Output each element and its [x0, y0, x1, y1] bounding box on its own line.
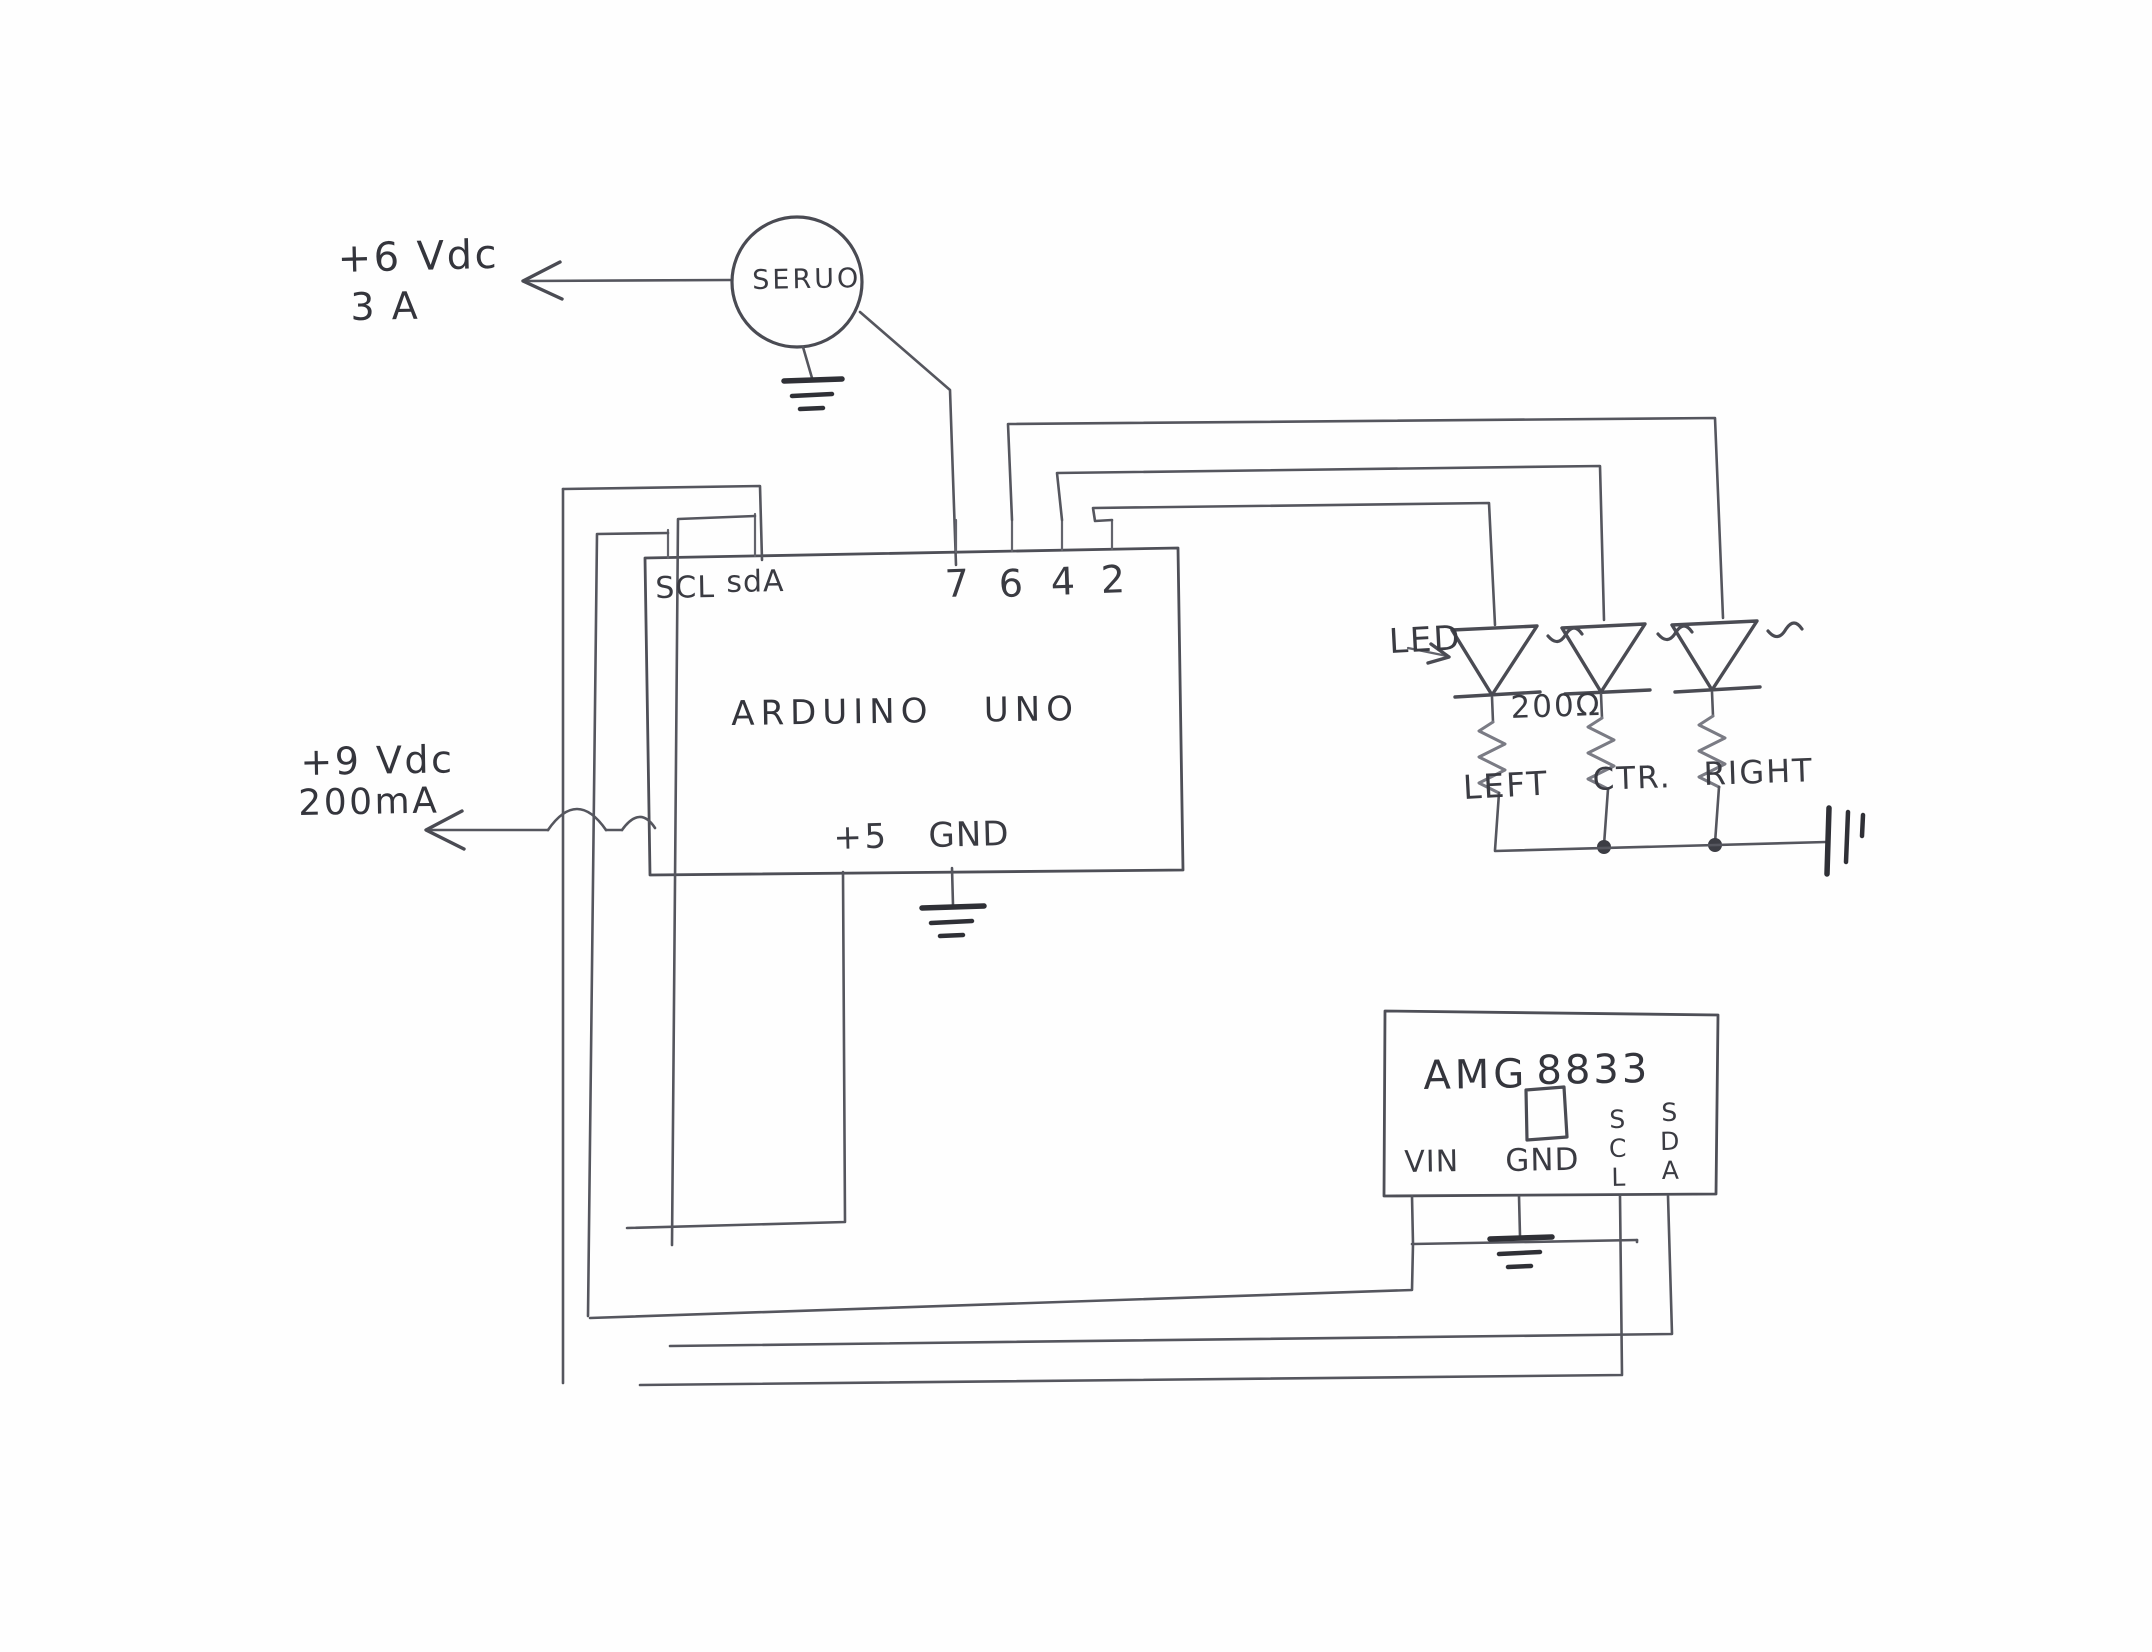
led-center-label: CTR.: [1592, 759, 1673, 798]
led-center: [1560, 622, 1694, 854]
sensor-pin-vin-label: VIN: [1404, 1144, 1460, 1180]
led-right: [1670, 619, 1804, 852]
board-supply-arrow: [424, 807, 657, 851]
amg8833-box: [1382, 1009, 1720, 1198]
servo-supply-arrow: [521, 260, 732, 301]
led-common-rail: [1493, 805, 1866, 877]
i2c-wire-routing: [561, 484, 764, 1385]
resistor-value-label: 200Ω: [1510, 686, 1603, 726]
led-left: [1450, 624, 1584, 852]
arduino-pin-gnd-label: GND: [928, 813, 1010, 856]
arduino-uno-box: [643, 546, 1185, 877]
sensor-label-model: 8833: [1536, 1046, 1651, 1094]
arduino-bottom-pins: [625, 866, 987, 1230]
servo-supply-current-label: 3 A: [350, 283, 421, 329]
arduino-pin-scl-label: SCL: [655, 569, 716, 606]
servo-symbol: [730, 215, 958, 567]
arduino-top-pin-stubs: [666, 512, 1114, 560]
sensor-pin-sda-label: SDA: [1654, 1097, 1686, 1186]
arduino-pin-4-label: 4: [1050, 559, 1079, 604]
arduino-pin-6-label: 6: [998, 561, 1027, 606]
sensor-pin-scl-label: SCL: [1602, 1104, 1634, 1193]
led-left-label: LEFT: [1462, 763, 1550, 807]
led-callout-arrow: [1406, 642, 1451, 665]
servo-supply-voltage-label: +6 Vdc: [337, 231, 500, 282]
arduino-pin-7-label: 7: [944, 561, 973, 606]
servo-label: SERUO: [752, 263, 862, 296]
sensor-label-amg: AMG: [1423, 1051, 1529, 1099]
led-right-label: RIGHT: [1703, 751, 1815, 793]
arduino-pin-plus5-label: +5: [833, 816, 890, 858]
led-signal-routing: [1006, 416, 1725, 627]
led-callout-label: LED: [1388, 618, 1463, 662]
board-supply-voltage-label: +9 Vdc: [300, 737, 455, 784]
arduino-pin-2-label: 2: [1100, 557, 1129, 602]
sensor-pin-gnd-label: GND: [1505, 1141, 1580, 1179]
board-supply-current-label: 200mA: [298, 780, 440, 824]
amg8833-pin-wires: [588, 1194, 1674, 1387]
arduino-board-label: ARDUINO UNO: [731, 689, 1080, 734]
arduino-pin-sda-label: sdA: [726, 563, 785, 600]
